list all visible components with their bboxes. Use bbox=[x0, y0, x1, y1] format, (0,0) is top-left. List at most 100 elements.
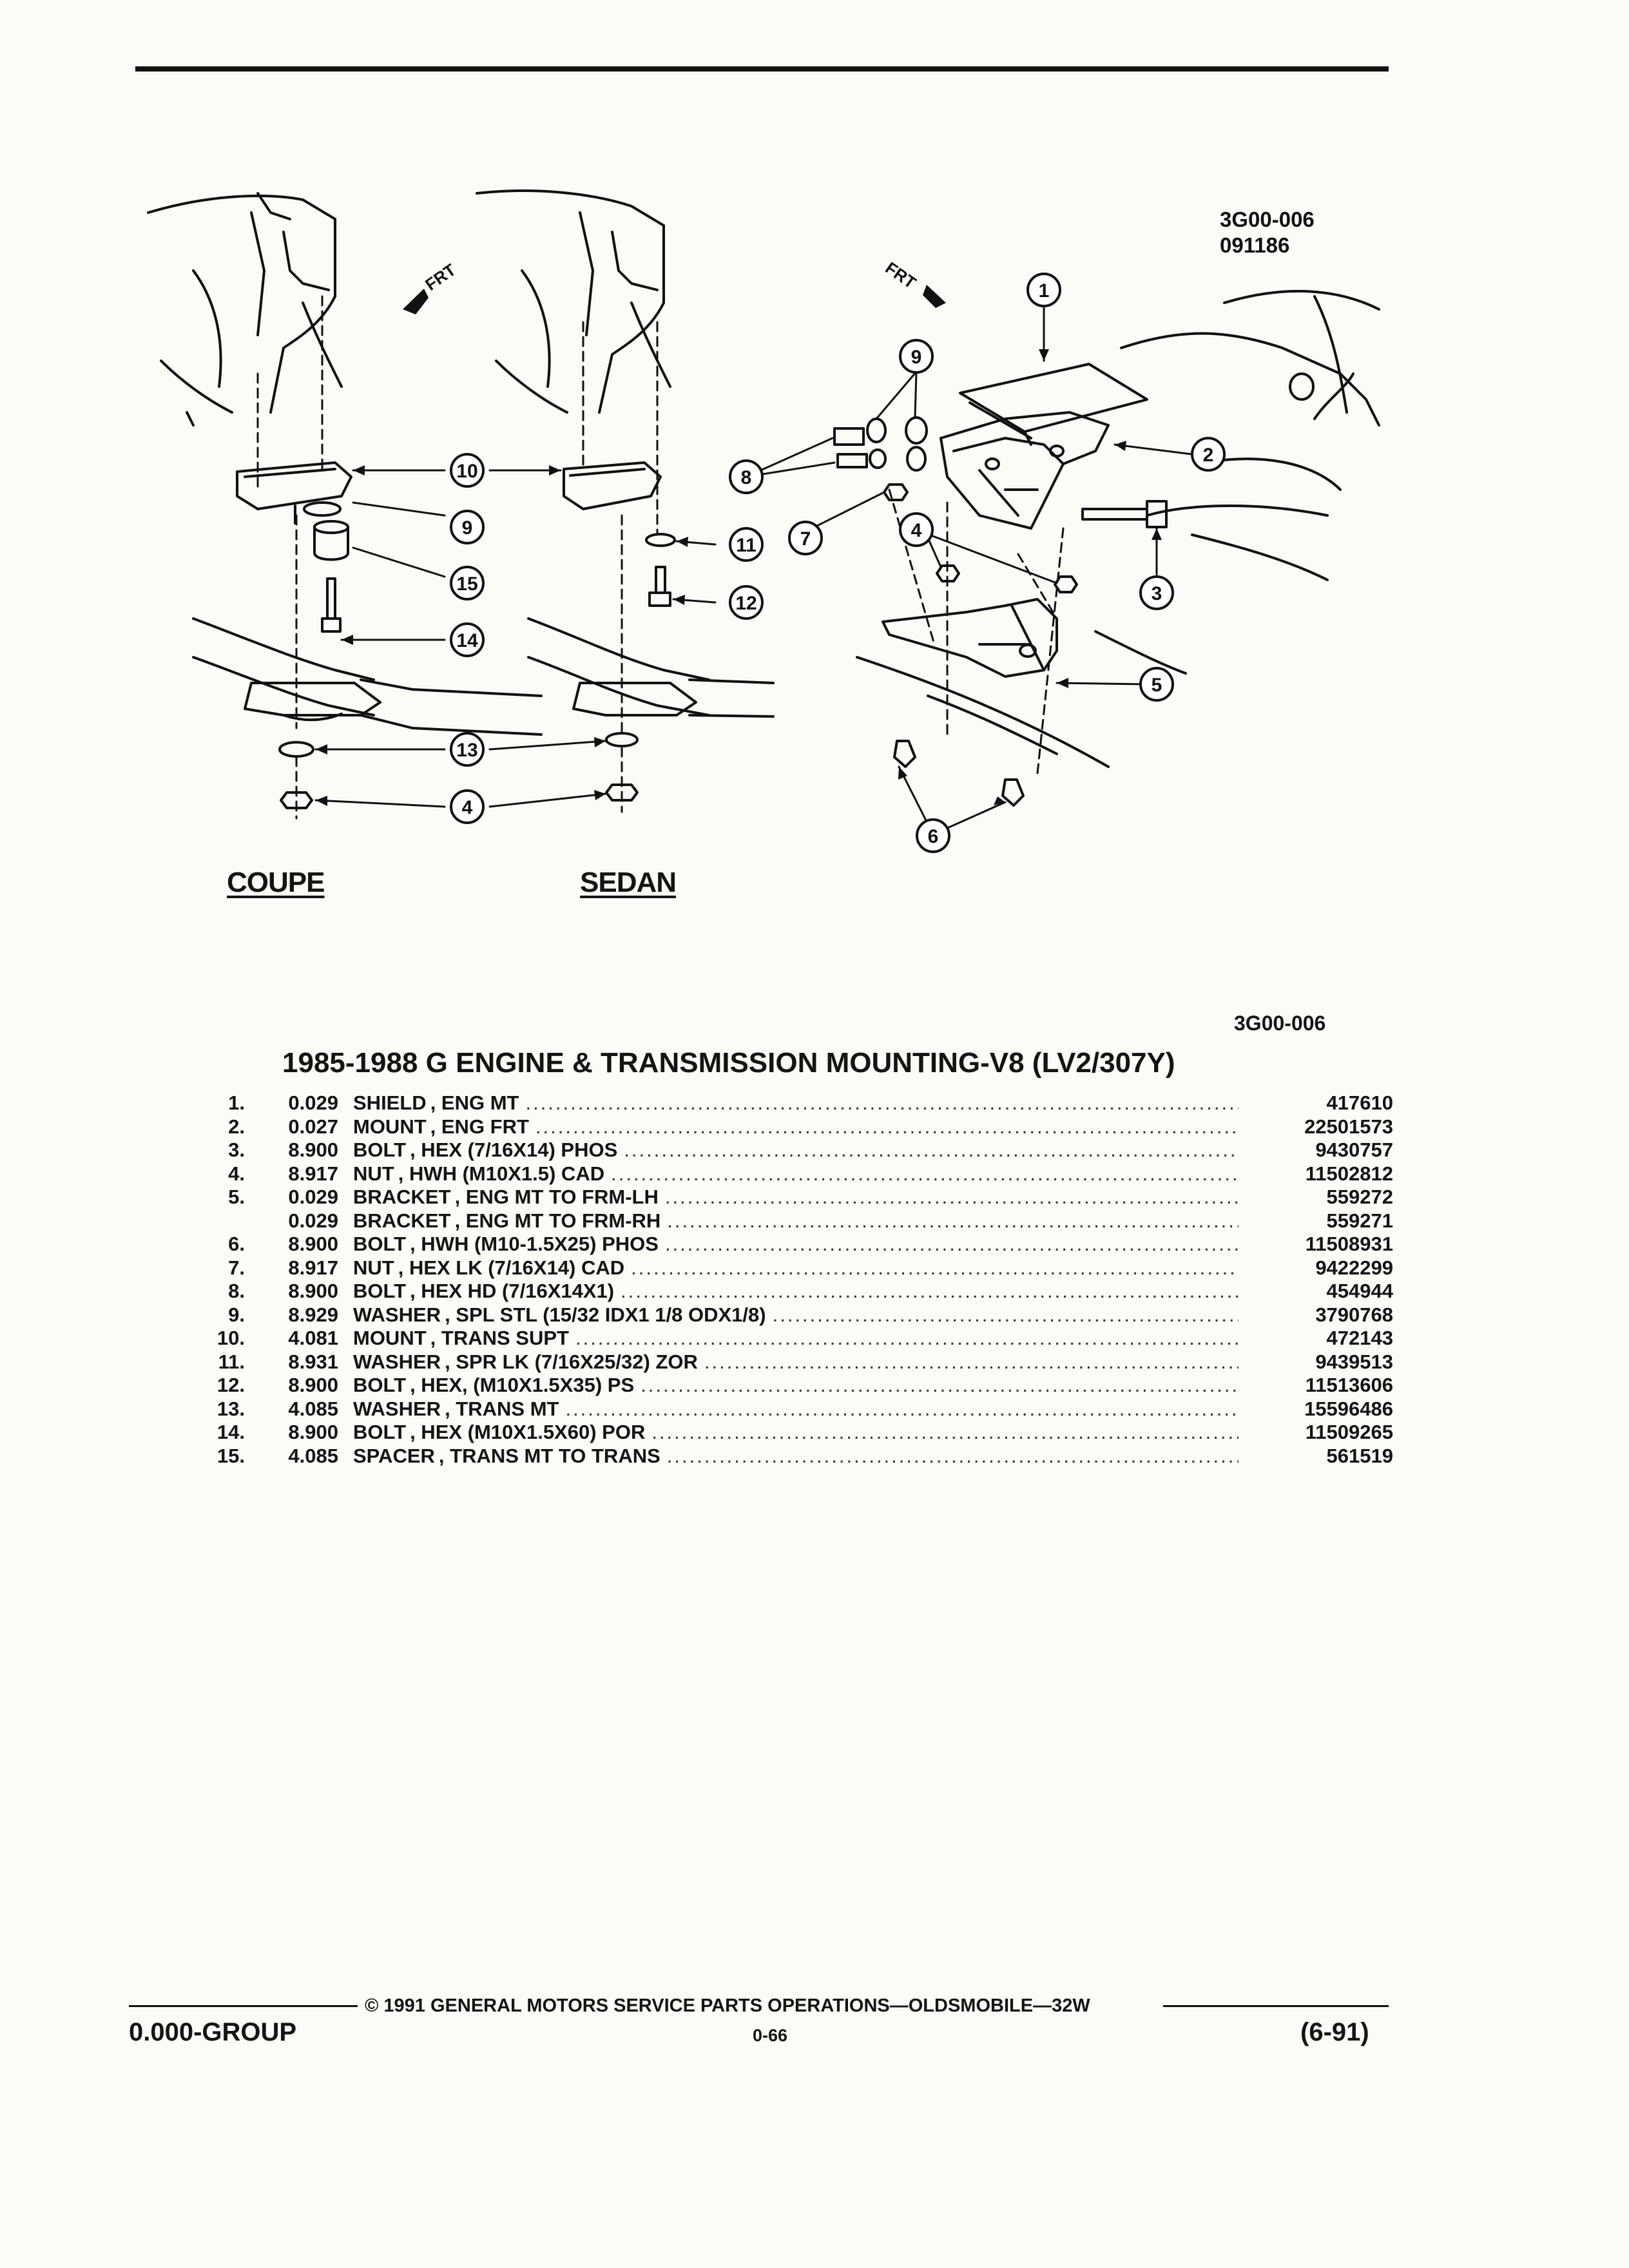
group-number: 8.900 bbox=[288, 1233, 338, 1255]
item-description: MOUNT, ENG FRT..........................… bbox=[353, 1115, 1245, 1139]
frame-rail-sketch bbox=[856, 630, 1187, 768]
dot-leader: ........................................… bbox=[704, 1350, 1239, 1373]
callout-5-label: 5 bbox=[1152, 675, 1162, 696]
item-name: SHIELD bbox=[353, 1091, 427, 1114]
item-name: BOLT bbox=[353, 1139, 407, 1161]
dot-leader: ........................................… bbox=[631, 1256, 1239, 1279]
group-number: 8.900 bbox=[288, 1280, 338, 1302]
group-number: 0.029 bbox=[288, 1186, 338, 1208]
dot-leader: ........................................… bbox=[611, 1162, 1239, 1185]
item-spec: , HWH (M10-1.5X25) PHOS bbox=[410, 1233, 659, 1255]
coupe-transmission-sketch bbox=[147, 192, 343, 427]
footer-copyright: © 1991 GENERAL MOTORS SERVICE PARTS OPER… bbox=[365, 1995, 1090, 2016]
dot-leader: ........................................… bbox=[575, 1327, 1239, 1349]
item-name: BRACKET bbox=[353, 1186, 451, 1208]
callout-6-label: 6 bbox=[928, 826, 939, 847]
exploded-view-diagram: 1 2 3 4 5 6 7 8 9 10 9 11 12 13 14 15 4 … bbox=[147, 189, 1380, 853]
item-spec: , HEX (M10X1.5X60) POR bbox=[410, 1421, 646, 1443]
callout-15-circle bbox=[450, 566, 485, 601]
dot-leader: ........................................… bbox=[624, 1139, 1239, 1161]
item-description: BRACKET, ENG MT TO FRM-RH...............… bbox=[353, 1209, 1245, 1233]
part-number: 15596486 bbox=[1304, 1397, 1393, 1420]
item-spec: , ENG MT TO FRM-LH bbox=[454, 1186, 659, 1208]
coupe-spacer-part bbox=[313, 520, 349, 561]
dot-leader: ........................................… bbox=[525, 1091, 1239, 1114]
item-description: SHIELD, ENG MT..........................… bbox=[353, 1091, 1245, 1115]
engine-mount-bracket-part bbox=[882, 598, 1058, 678]
callout-8-label: 8 bbox=[741, 467, 752, 488]
bracket-bolts-part bbox=[893, 740, 1025, 807]
part-number: 472143 bbox=[1326, 1327, 1393, 1349]
part-number: 3790768 bbox=[1315, 1303, 1393, 1326]
group-number: 8.917 bbox=[288, 1256, 338, 1279]
item-name: WASHER bbox=[353, 1350, 441, 1373]
part-number: 454944 bbox=[1326, 1280, 1393, 1302]
top-rule bbox=[135, 66, 1389, 72]
callout-6-circle bbox=[916, 818, 950, 853]
item-name: BOLT bbox=[353, 1233, 407, 1255]
sedan-lock-washer-part bbox=[645, 533, 676, 547]
group-number: 4.085 bbox=[288, 1444, 338, 1467]
group-number: 8.929 bbox=[288, 1303, 338, 1326]
item-spec: , SPL STL (15/32 IDX1 1/8 ODX1/8) bbox=[445, 1303, 766, 1326]
item-spec: , TRANS SUPT bbox=[430, 1327, 569, 1349]
dot-leader: ........................................… bbox=[641, 1374, 1239, 1396]
item-number: 4. bbox=[228, 1162, 245, 1185]
item-spec: , SPR LK (7/16X25/32) ZOR bbox=[445, 1350, 698, 1373]
item-name: WASHER bbox=[353, 1397, 441, 1420]
dot-leader: ........................................… bbox=[621, 1280, 1239, 1302]
parts-list: 1. 0.029 SHIELD, ENG MT...................… bbox=[193, 1091, 1393, 1468]
item-number: 11. bbox=[218, 1350, 245, 1373]
part-number: 559271 bbox=[1326, 1209, 1393, 1232]
item-spec: , TRANS MT TO TRANS bbox=[438, 1444, 660, 1467]
item-description: BRACKET, ENG MT TO FRM-LH...............… bbox=[353, 1186, 1245, 1209]
engine-bolt-part bbox=[1081, 500, 1168, 528]
item-description: WASHER, SPL STL (15/32 IDX1 1/8 ODX1/8).… bbox=[353, 1303, 1245, 1327]
footer-rule-right bbox=[1163, 2005, 1389, 2007]
callout-9-right-label: 9 bbox=[911, 347, 922, 368]
dot-leader: ........................................… bbox=[565, 1397, 1239, 1420]
callout-14-circle bbox=[450, 622, 485, 657]
engine-shield-part bbox=[959, 363, 1148, 446]
dot-leader: ........................................… bbox=[666, 1444, 1239, 1467]
diagram-ref-code: 3G00-006 bbox=[1220, 207, 1315, 231]
coupe-view-label: COUPE bbox=[227, 867, 325, 898]
part-number: 561519 bbox=[1326, 1444, 1393, 1467]
sedan-bolt-part bbox=[648, 566, 671, 607]
item-number: 1. bbox=[228, 1091, 245, 1114]
part-number: 9430757 bbox=[1315, 1139, 1393, 1161]
item-name: BOLT bbox=[353, 1421, 407, 1443]
item-spec: , HEX LK (7/16X14) CAD bbox=[398, 1256, 625, 1279]
item-name: WASHER bbox=[353, 1303, 441, 1326]
item-number: 14. bbox=[217, 1421, 245, 1443]
item-spec: , ENG FRT bbox=[430, 1115, 529, 1138]
part-number: 22501573 bbox=[1304, 1115, 1393, 1138]
item-description: NUT, HEX LK (7/16X14) CAD...............… bbox=[353, 1256, 1245, 1280]
callout-5-circle bbox=[1139, 667, 1174, 702]
item-spec: , HEX, (M10X1.5X35) PS bbox=[410, 1374, 635, 1396]
item-spec: , ENG MT TO FRM-RH bbox=[454, 1209, 661, 1232]
parts-list-title: 1985-1988 G ENGINE & TRANSMISSION MOUNTI… bbox=[282, 1047, 1175, 1079]
group-number: 4.085 bbox=[288, 1397, 338, 1420]
sedan-washer-part bbox=[605, 732, 639, 747]
item-name: MOUNT bbox=[353, 1327, 427, 1349]
group-number: 0.027 bbox=[288, 1115, 338, 1138]
item-description: BOLT, HEX (7/16X14) PHOS................… bbox=[353, 1139, 1245, 1162]
footer-group-label: 0.000-GROUP bbox=[129, 2018, 297, 2046]
callout-12-circle bbox=[729, 585, 764, 620]
item-number: 6. bbox=[228, 1233, 245, 1255]
item-number: 5. bbox=[228, 1186, 245, 1208]
item-number: 12. bbox=[217, 1374, 245, 1396]
callout-4-right-circle bbox=[899, 512, 934, 547]
item-description: WASHER, TRANS MT........................… bbox=[353, 1398, 1245, 1421]
